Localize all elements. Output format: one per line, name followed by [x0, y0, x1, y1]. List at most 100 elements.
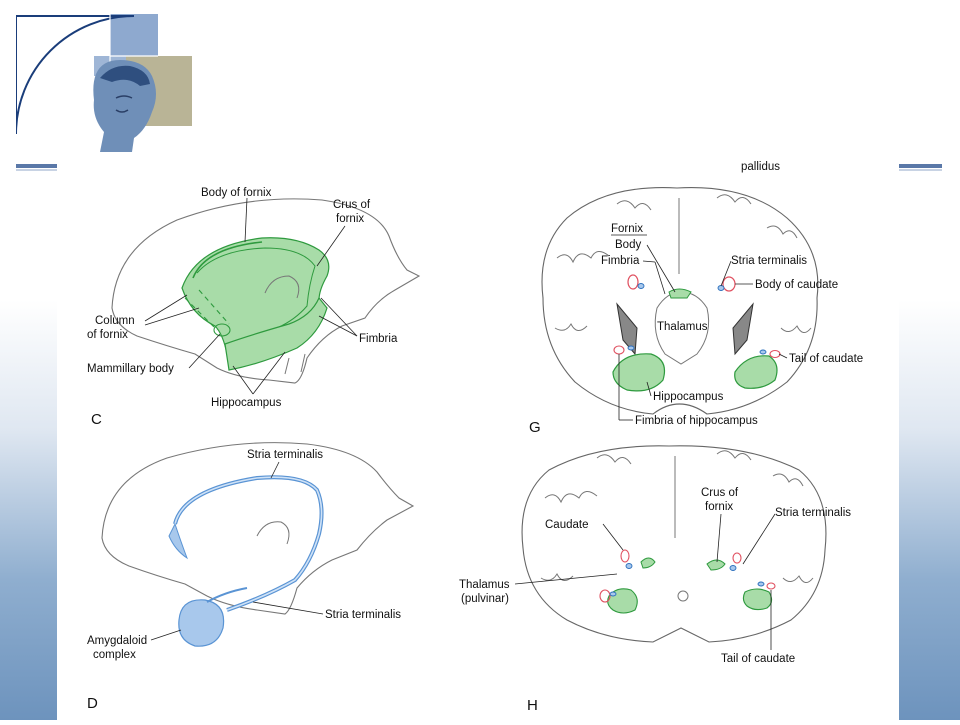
- thalamus-outline-c: [264, 275, 300, 299]
- stria-right-g: [717, 285, 725, 291]
- stria-right-h: [729, 565, 737, 571]
- label-amyg-line1: Amygdaloid: [87, 635, 147, 647]
- fornix-column: [184, 289, 230, 331]
- label-fimbria: Fimbria: [359, 333, 398, 345]
- leader-line: [270, 461, 280, 479]
- coronal-outline-h: [521, 445, 827, 643]
- label-body-of-fornix: Body of fornix: [201, 187, 272, 199]
- figure-panel: pallidus Body of fornix Crus of fornix C…: [57, 158, 899, 720]
- brain-outline-d: [101, 442, 415, 615]
- leader-line: [642, 260, 656, 263]
- label-body-caudate-g: Body of caudate: [755, 279, 838, 291]
- tail-caudate-left-h: [599, 589, 611, 603]
- leader-line: [778, 353, 788, 359]
- label-mammillary: Mammillary body: [87, 363, 174, 375]
- label-stria-bottom: Stria terminalis: [325, 609, 401, 621]
- label-fimbria-g: Fimbria: [601, 255, 640, 267]
- label-crus-line2: fornix: [336, 213, 364, 225]
- lateral-ventricle-right-g: [732, 302, 754, 356]
- stria-left-h: [625, 563, 633, 569]
- crus-right-h: [706, 559, 726, 571]
- panel-d: Stria terminalis Stria terminalis Amygda…: [87, 442, 415, 712]
- label-thalamus-g: Thalamus: [657, 321, 708, 333]
- panel-g: Fornix Body Fimbria Stria terminalis Bod…: [529, 187, 863, 436]
- panel-c: Body of fornix Crus of fornix Column of …: [87, 187, 421, 428]
- label-hippocampus-g: Hippocampus: [653, 391, 724, 403]
- panel-h: Crus of fornix Stria terminalis Caudate …: [459, 445, 851, 714]
- caudate-body-right-g: [722, 276, 736, 292]
- leader-line: [150, 629, 182, 641]
- fornix-inner: [196, 247, 316, 343]
- tail-caudate-left-g: [613, 345, 625, 355]
- stria-tail-left-h: [609, 591, 617, 597]
- gyri-lines-g: [554, 194, 812, 333]
- leader-line: [514, 573, 618, 585]
- label-column-line1: Column: [95, 315, 135, 327]
- label-stria-top: Stria terminalis: [247, 449, 323, 461]
- leader-line: [232, 365, 254, 395]
- label-column-line2: of fornix: [87, 329, 128, 341]
- hippocampus-left-g: [612, 353, 666, 392]
- leader-line: [742, 513, 776, 565]
- fornix-body-g: [668, 288, 692, 299]
- mammillary-body-c: [213, 323, 231, 337]
- thalamus-outline-d: [256, 521, 290, 545]
- fornix-stria-terminalis-diagram: pallidus Body of fornix Crus of fornix C…: [87, 161, 863, 714]
- brain-outline-c: [111, 198, 421, 384]
- panel-letter-g: G: [529, 419, 541, 436]
- caudate-body-left-g: [627, 274, 639, 290]
- label-crus-line1-h: Crus of: [701, 487, 739, 499]
- leader-line: [252, 351, 286, 395]
- label-fornix-g: Fornix: [611, 223, 643, 235]
- tail-caudate-right-g: [769, 349, 781, 359]
- coronal-outline-g: [541, 187, 819, 415]
- stria-tail-left-g: [627, 345, 635, 351]
- amygdala-connection: [206, 587, 248, 603]
- label-fimbria-hippo-g: Fimbria of hippocampus: [635, 415, 758, 427]
- logo: [15, 14, 198, 152]
- stria-tail-right-h: [757, 581, 765, 587]
- leader-line: [144, 307, 200, 326]
- gyri-lines-h: [540, 450, 814, 583]
- leader-line: [252, 601, 324, 615]
- label-crus-line2-h: fornix: [705, 501, 733, 513]
- brainstem-c: [284, 353, 306, 375]
- tail-caudate-right-h: [766, 582, 776, 590]
- amygdaloid-complex-shape: [178, 599, 225, 647]
- cerebral-aqueduct-h: [677, 590, 689, 602]
- lateral-ventricle-left-g: [616, 302, 638, 356]
- label-tail-caudate-g: Tail of caudate: [789, 353, 863, 365]
- leader-line: [654, 261, 666, 295]
- label-hippocampus-c: Hippocampus: [211, 397, 282, 409]
- label-amyg-line2: complex: [93, 649, 136, 661]
- leader-line: [320, 297, 358, 337]
- label-stria-g: Stria terminalis: [731, 255, 807, 267]
- leader-line: [602, 523, 624, 551]
- label-crus-line1: Crus of: [333, 199, 371, 211]
- stria-terminalis-highlight: [174, 476, 323, 611]
- panel-letter-c: C: [91, 411, 102, 428]
- stria-tail-right-g: [759, 349, 767, 355]
- fornix-body-edge: [192, 241, 263, 279]
- leader-line: [646, 244, 676, 293]
- panel-letter-h: H: [527, 697, 538, 714]
- leader-line: [318, 315, 358, 337]
- stria-fan: [168, 522, 189, 560]
- label-stria-h: Stria terminalis: [775, 507, 851, 519]
- panel-letter-d: D: [87, 695, 98, 712]
- label-body-g: Body: [615, 239, 641, 251]
- label-thal-line2-h: (pulvinar): [461, 593, 509, 605]
- classical-head-golden-spiral-logo-icon: [15, 14, 198, 152]
- label-caudate-h: Caudate: [545, 519, 588, 531]
- caudate-left-h: [620, 549, 630, 563]
- label-tail-caudate-h: Tail of caudate: [721, 653, 795, 665]
- leader-line: [244, 197, 248, 243]
- hippocampus-right-h: [742, 588, 773, 611]
- label-thal-line1-h: Thalamus: [459, 579, 510, 591]
- leader-line: [646, 381, 652, 397]
- leader-line: [720, 260, 732, 287]
- hippocampus-c: [224, 296, 328, 371]
- caudate-right-h: [732, 552, 742, 564]
- cut-off-caption: pallidus: [741, 161, 780, 173]
- hippocampus-right-g: [734, 355, 778, 389]
